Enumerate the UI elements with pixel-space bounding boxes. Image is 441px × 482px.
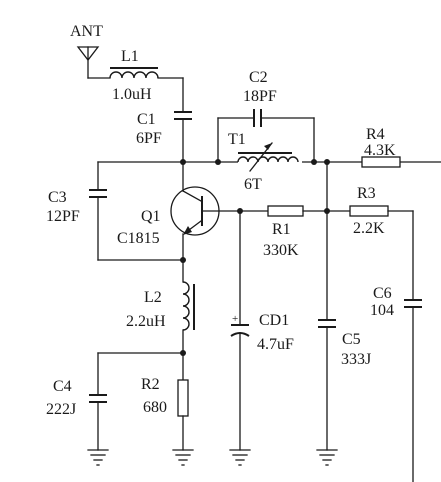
transistor-Q1	[170, 161, 269, 261]
inductor-L1	[87, 67, 184, 113]
R1-value: 330K	[263, 242, 299, 259]
capacitor-C3	[89, 161, 184, 261]
capacitor-C4	[89, 352, 184, 451]
C6-ref: C6	[373, 285, 392, 302]
L2-ref: L2	[144, 289, 162, 306]
C5-value: 333J	[341, 351, 371, 368]
C6-value: 104	[370, 302, 394, 319]
C4-ref: C4	[53, 378, 72, 395]
L2-value: 2.2uH	[126, 313, 166, 330]
L1-ref: L1	[121, 48, 139, 65]
C3-value: 12PF	[46, 208, 80, 225]
capacitor-C6	[404, 210, 422, 482]
C2-ref: C2	[249, 69, 268, 86]
CD1-value: 4.7uF	[257, 336, 294, 353]
capacitor-C2	[217, 109, 315, 163]
capacitor-C1	[174, 111, 192, 163]
R3-value: 2.2K	[353, 220, 385, 237]
CD1-polarity: +	[232, 313, 238, 325]
T1-value: 6T	[244, 176, 262, 193]
ground-symbol-cd1	[229, 449, 251, 466]
ground-symbol-r2	[172, 449, 194, 466]
capacitor-CD1	[230, 210, 250, 451]
C5-ref: C5	[342, 331, 361, 348]
R4-value: 4.3K	[364, 142, 396, 159]
C2-value: 18PF	[243, 88, 277, 105]
R4-ref: R4	[366, 126, 385, 143]
junction-dots	[180, 159, 330, 356]
resistor-R2	[177, 352, 189, 451]
ground-symbol-c4	[87, 449, 109, 466]
Q1-ref: Q1	[141, 208, 161, 225]
Q1-value: C1815	[117, 230, 160, 247]
C1-ref: C1	[137, 111, 156, 128]
L1-value: 1.0uH	[112, 86, 152, 103]
resistor-R4	[361, 156, 401, 168]
R2-value: 680	[143, 399, 167, 416]
C1-value: 6PF	[136, 130, 162, 147]
antenna-symbol	[76, 46, 100, 79]
ground-symbol-c5	[316, 449, 338, 466]
antenna-label: ANT	[70, 23, 103, 40]
R1-ref: R1	[272, 221, 291, 238]
C3-ref: C3	[48, 189, 67, 206]
T1-ref: T1	[228, 131, 246, 148]
R2-ref: R2	[141, 376, 160, 393]
R3-ref: R3	[357, 185, 376, 202]
resistor-R3	[349, 205, 389, 217]
inductor-L2	[182, 259, 195, 354]
C4-value: 222J	[46, 401, 76, 418]
resistor-R1	[267, 205, 304, 217]
capacitor-C5	[318, 161, 336, 451]
CD1-ref: CD1	[259, 312, 289, 329]
variable-coil-T1	[237, 142, 302, 172]
